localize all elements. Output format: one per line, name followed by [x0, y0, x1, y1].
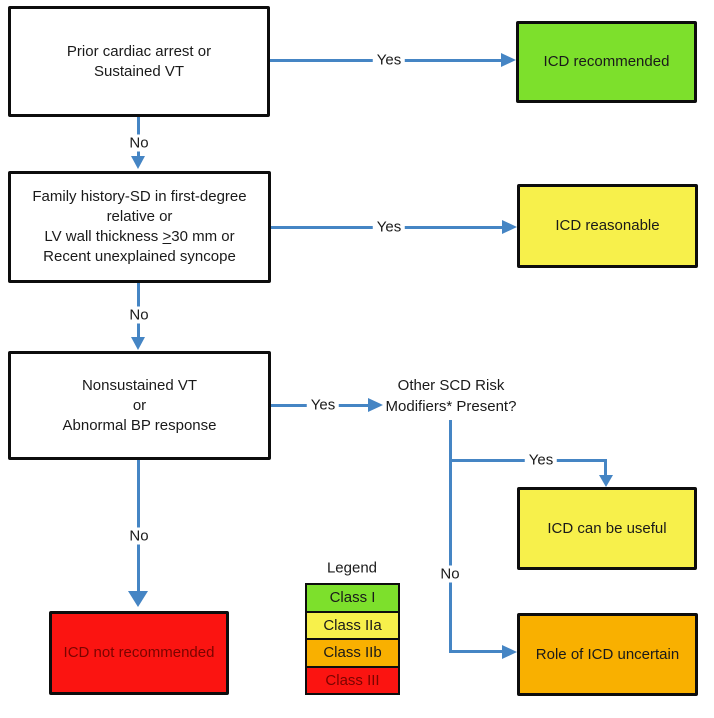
result-icd-not-recommended: ICD not recommended	[49, 611, 229, 695]
arrowhead-right-icon	[502, 220, 517, 234]
node-family-history: Family history-SD in first-degree relati…	[8, 171, 271, 283]
arrowhead-right-icon	[368, 398, 383, 412]
legend-item-class-i: Class I	[307, 585, 398, 613]
label-yes: Yes	[524, 451, 558, 469]
legend-item-class-iii: Class III	[307, 667, 398, 693]
node-scd-risk-modifiers: Other SCD Risk Modifiers* Present?	[371, 375, 531, 417]
node-text-line: Nonsustained VT	[81, 376, 198, 394]
legend: Class I Class IIa Class IIb Class III	[305, 583, 400, 695]
legend-item-label: Class III	[325, 671, 380, 689]
legend-title: Legend	[326, 559, 378, 577]
result-label: Role of ICD uncertain	[535, 645, 680, 663]
node-text-line: Family history-SD in first-degree	[32, 188, 247, 205]
legend-item-label: Class IIb	[323, 644, 382, 662]
node-text-line: relative or	[106, 208, 173, 225]
connector-scd-modifiers-stem	[449, 420, 452, 653]
node-text-line: Modifiers* Present?	[385, 398, 517, 415]
arrowhead-down-icon	[599, 475, 613, 487]
result-icd-can-be-useful: ICD can be useful	[517, 487, 697, 570]
legend-item-label: Class I	[329, 589, 376, 607]
label-yes: Yes	[372, 218, 406, 236]
node-text-segment: 30 mm or	[171, 228, 235, 245]
node-text-line: Abnormal BP response	[62, 416, 217, 434]
node-text-line: Prior cardiac arrest or	[66, 42, 212, 60]
node-prior-cardiac-arrest: Prior cardiac arrest or Sustained VT	[8, 6, 270, 117]
arrowhead-down-icon	[128, 591, 148, 607]
node-text-segment: LV wall thickness	[44, 228, 163, 245]
node-text-line: Recent unexplained syncope	[43, 248, 236, 265]
label-no: No	[436, 565, 464, 583]
node-text-line: Other SCD Risk	[397, 377, 505, 394]
node-text-line: Sustained VT	[93, 62, 185, 80]
result-label: ICD not recommended	[63, 644, 215, 661]
connector-scd-modifiers-no	[449, 650, 502, 653]
arrowhead-right-icon	[501, 53, 516, 67]
result-label: ICD reasonable	[555, 217, 660, 234]
node-nonsustained-vt: Nonsustained VT or Abnormal BP response	[8, 351, 271, 460]
arrowhead-down-icon	[131, 337, 145, 350]
connector-scd-modifiers-yes-drop	[604, 460, 607, 475]
node-text-line: or	[132, 396, 147, 414]
arrowhead-down-icon	[131, 156, 145, 169]
label-no: No	[125, 134, 153, 152]
result-icd-reasonable: ICD reasonable	[517, 184, 698, 268]
connector-nsvt-no	[137, 460, 140, 591]
result-label: ICD recommended	[543, 53, 670, 70]
legend-item-class-iia: Class IIa	[307, 612, 398, 640]
label-yes: Yes	[372, 51, 406, 69]
result-icd-recommended: ICD recommended	[516, 21, 697, 103]
arrowhead-right-icon	[502, 645, 517, 659]
label-yes: Yes	[306, 396, 340, 414]
legend-item-label: Class IIa	[323, 616, 382, 634]
result-label: ICD can be useful	[547, 519, 667, 537]
label-no: No	[125, 306, 153, 324]
legend-item-class-iib: Class IIb	[307, 640, 398, 668]
label-no: No	[125, 527, 153, 545]
node-text-line: LV wall thickness >30 mm or	[44, 227, 234, 247]
greater-equal-symbol: >	[162, 228, 172, 245]
result-role-of-icd-uncertain: Role of ICD uncertain	[517, 613, 698, 696]
